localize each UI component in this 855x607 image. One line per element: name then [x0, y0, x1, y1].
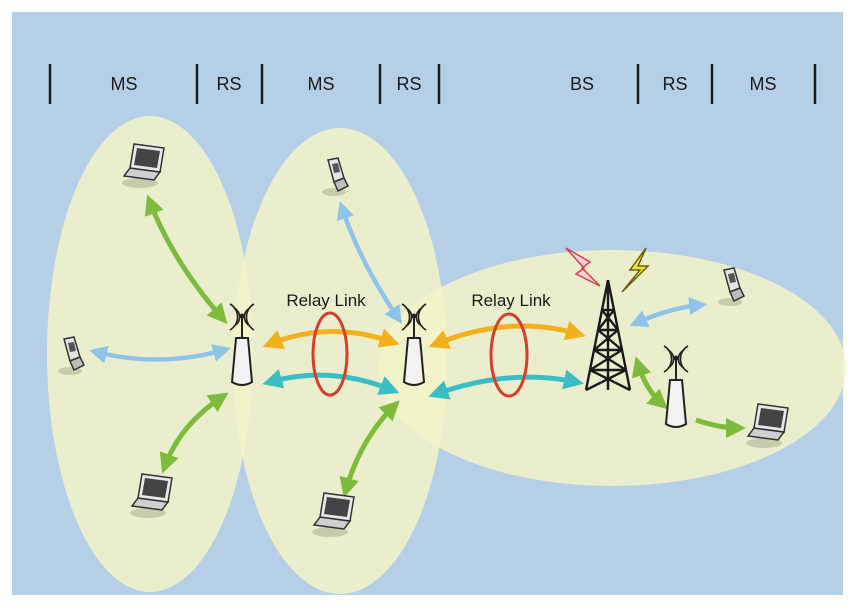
- header-label-ms-2: MS: [308, 74, 335, 94]
- lightning-icon: [621, 247, 650, 293]
- cell-right: [378, 250, 846, 486]
- relay-link-teal-1: [262, 369, 400, 395]
- link-arrow-phone-left: [89, 344, 231, 364]
- link-arrow-phone-middle: [336, 201, 403, 324]
- link-arrow-phone-right: [629, 297, 708, 327]
- header-label-rs-2: RS: [396, 74, 421, 94]
- link-arrow-laptop-top-left: [144, 194, 228, 325]
- header-dividers: [48, 64, 817, 104]
- relay-ring-2: [489, 312, 529, 398]
- header-label-ms-1: MS: [111, 74, 138, 94]
- relay-link-label-1: Relay Link: [286, 291, 366, 310]
- link-arrow-laptop-bottom-left: [159, 392, 229, 474]
- header-label-ms-3: MS: [750, 74, 777, 94]
- header-label-bs: BS: [570, 74, 594, 94]
- lightning-icon: [565, 247, 601, 287]
- link-arrow-laptop-bottom-middle: [339, 400, 400, 498]
- link-arrow-tower-relay: [631, 356, 669, 410]
- relay-link-orange-1: [262, 328, 400, 349]
- header-label-rs-3: RS: [662, 74, 687, 94]
- relay-link-teal-2: [428, 369, 584, 400]
- relay-ring-1: [311, 311, 349, 397]
- header-label-rs-1: RS: [216, 74, 241, 94]
- relay-link-orange-2: [428, 321, 586, 349]
- relay-link-label-2: Relay Link: [471, 291, 551, 310]
- link-arrow-laptop-right: [695, 417, 746, 438]
